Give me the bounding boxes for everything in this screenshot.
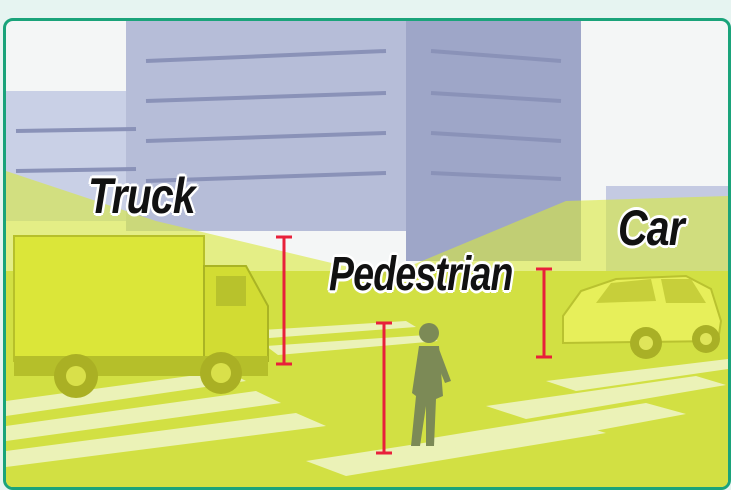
illustration-frame: Truck Pedestrian Car — [3, 18, 731, 490]
pedestrian-label: Pedestrian — [329, 247, 513, 302]
car-label: Car — [618, 199, 684, 257]
truck-label: Truck — [88, 167, 195, 225]
